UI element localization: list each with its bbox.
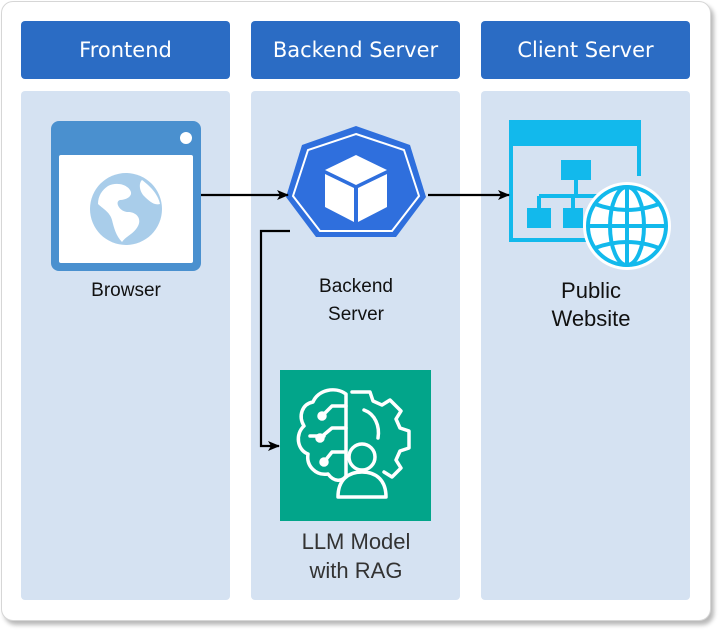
column-header-backend-server: Backend Server (251, 21, 460, 79)
public-website-label: Public Website (551, 278, 631, 331)
column-header-client-server: Client Server (481, 21, 690, 79)
browser-globe-icon (51, 121, 201, 271)
column-header-frontend: Frontend (21, 21, 230, 79)
sitemap-globe-icon (509, 120, 671, 270)
edge-backend-to-llm (259, 229, 290, 451)
browser-label: Browser (91, 280, 161, 301)
cube-heptagon-icon (286, 126, 426, 237)
backend-server-label: Backend Server (319, 276, 393, 325)
ai-brain-gear-icon (280, 370, 431, 521)
llm-model-label: LLM Model with RAG (301, 529, 411, 583)
